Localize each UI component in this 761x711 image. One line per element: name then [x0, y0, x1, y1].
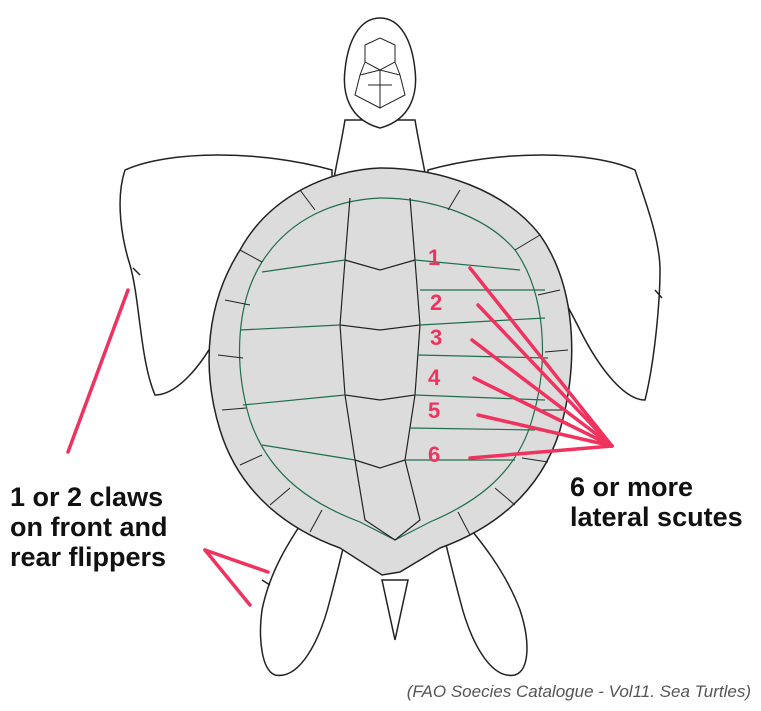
- scute-number: 4: [428, 365, 441, 390]
- scute-number: 5: [428, 398, 440, 423]
- claws-annotation-line: 1 or 2 claws: [10, 482, 167, 512]
- scutes-annotation-line: 6 or more: [570, 472, 743, 502]
- claws-annotation-line: on front and: [10, 512, 167, 542]
- scute-number: 1: [428, 245, 440, 270]
- carapace: [209, 168, 572, 575]
- source-caption: (FAO Soecies Catalogue - Vol11. Sea Turt…: [407, 682, 751, 702]
- claws-annotation-line: rear flippers: [10, 542, 167, 572]
- claws-annotation: 1 or 2 claws on front and rear flippers: [10, 482, 167, 572]
- scute-number: 6: [428, 442, 440, 467]
- scutes-annotation: 6 or more lateral scutes: [570, 472, 743, 532]
- scutes-annotation-line: lateral scutes: [570, 502, 743, 532]
- tail: [382, 580, 408, 640]
- scute-number: 3: [430, 325, 442, 350]
- scute-number: 2: [430, 290, 442, 315]
